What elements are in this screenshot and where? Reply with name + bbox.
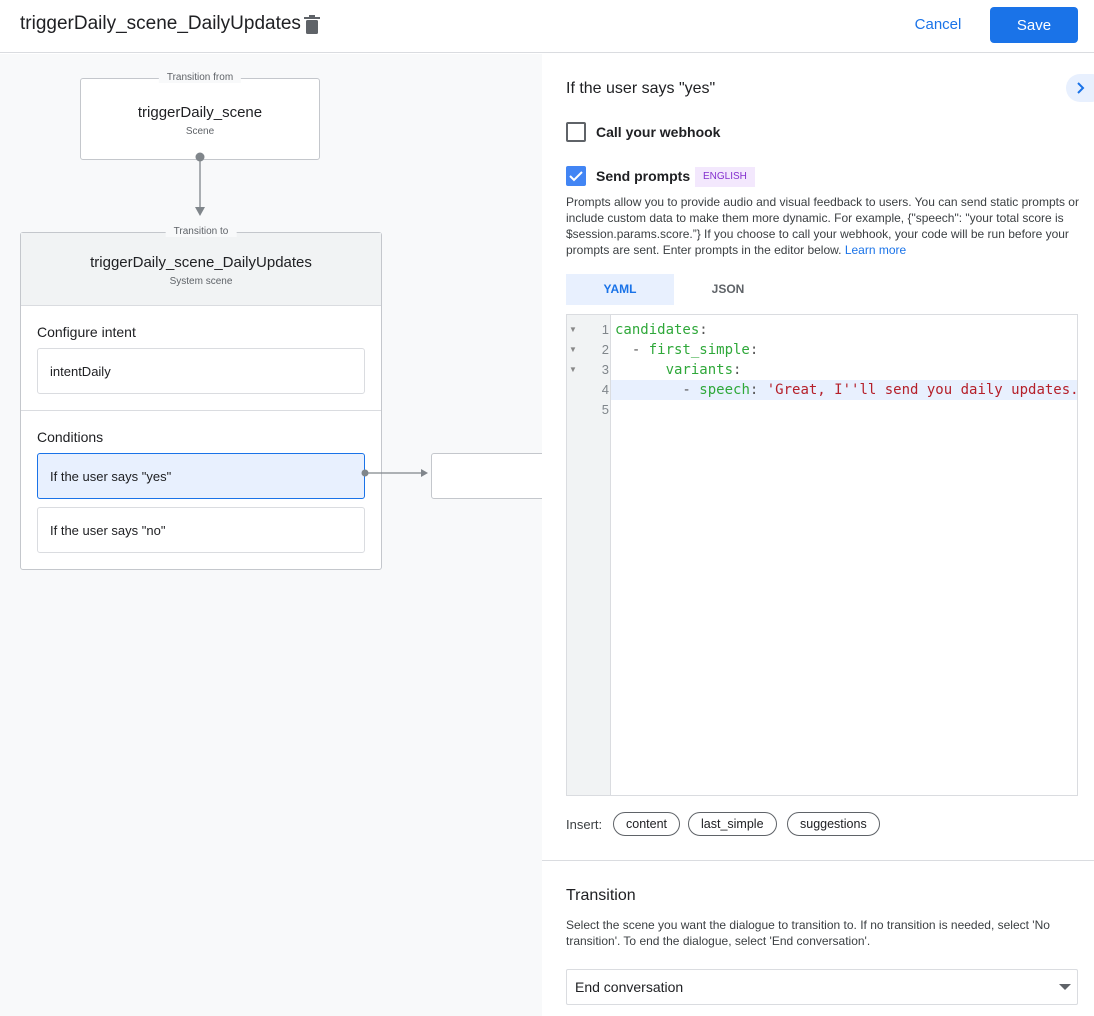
check-icon [569, 171, 583, 182]
fold-icon[interactable]: ▼ [569, 325, 577, 334]
prompts-description: Prompts allow you to provide audio and v… [566, 194, 1081, 258]
transition-from-label: Transition from [158, 72, 242, 83]
description-text: Prompts allow you to provide audio and v… [566, 195, 1079, 257]
insert-chip-suggestions[interactable]: suggestions [787, 812, 880, 836]
transition-heading: Transition [566, 887, 636, 904]
language-badge: ENGLISH [695, 167, 755, 187]
to-scene-type: System scene [169, 276, 233, 287]
insert-label: Insert: [566, 817, 603, 832]
line-number: 5 [601, 402, 609, 417]
code-line: - speech: 'Great, I''ll send you daily u… [615, 382, 1077, 398]
tab-json[interactable]: JSON [711, 282, 745, 296]
condition-panel: If the user says "yes" Call your webhook… [542, 54, 1094, 1016]
learn-more-link[interactable]: Learn more [844, 243, 907, 257]
webhook-label: Call your webhook [596, 124, 721, 140]
code-line: - first_simple: [615, 342, 759, 358]
condition-arrow [361, 469, 428, 477]
scene-header[interactable]: triggerDaily_scene_DailyUpdates System s… [21, 233, 381, 306]
send-prompts-checkbox[interactable] [566, 166, 586, 186]
header-bar: triggerDaily_scene_DailyUpdates Cancel S… [0, 0, 1094, 53]
trash-icon[interactable] [304, 15, 320, 35]
save-button[interactable]: Save [990, 7, 1078, 43]
to-scene-name: triggerDaily_scene_DailyUpdates [90, 254, 312, 271]
transition-arrow [195, 152, 205, 216]
tab-yaml[interactable]: YAML [566, 274, 674, 305]
transition-select-value: End conversation [575, 979, 684, 995]
transition-to-label: Transition to [165, 226, 237, 237]
transition-select[interactable]: End conversation [566, 969, 1078, 1005]
condition-no[interactable]: If the user says "no" [37, 507, 365, 553]
page-title: triggerDaily_scene_DailyUpdates [20, 13, 301, 34]
panel-heading: If the user says "yes" [566, 80, 716, 97]
active-line-highlight [611, 380, 1077, 400]
line-number: 3 [601, 362, 609, 377]
from-scene-name: triggerDaily_scene [137, 104, 263, 121]
cancel-button[interactable]: Cancel [906, 8, 970, 42]
divider [542, 860, 1094, 861]
flow-canvas: triggerDaily_scene Scene Transition from… [0, 54, 542, 1016]
fold-icon[interactable]: ▼ [569, 345, 577, 354]
divider [21, 410, 381, 411]
code-editor[interactable]: 1 2 3 4 5 ▼ ▼ ▼ candidates: - first_simple… [566, 314, 1078, 796]
transition-description: Select the scene you want the dialogue t… [566, 918, 1050, 948]
code-line: candidates: [615, 322, 708, 338]
intent-item[interactable]: intentDaily [37, 348, 365, 394]
line-number: 1 [601, 322, 609, 337]
line-number: 4 [601, 382, 609, 397]
condition-yes[interactable]: If the user says "yes" [37, 453, 365, 499]
editor-gutter: 1 2 3 4 5 ▼ ▼ ▼ [567, 315, 611, 795]
send-prompts-label: Send prompts [596, 168, 691, 184]
line-number: 2 [601, 342, 609, 357]
dropdown-arrow-icon [1059, 984, 1071, 990]
code-line: variants: [665, 362, 742, 378]
fold-icon[interactable]: ▼ [569, 365, 577, 374]
transition-from-card[interactable]: triggerDaily_scene Scene [80, 78, 320, 160]
configure-intent-heading: Configure intent [37, 324, 136, 340]
insert-chip-last-simple[interactable]: last_simple [688, 812, 777, 836]
transition-to-card: triggerDaily_scene_DailyUpdates System s… [20, 232, 382, 570]
webhook-checkbox[interactable] [566, 122, 586, 142]
collapse-panel-button[interactable] [1066, 74, 1094, 102]
chevron-right-icon [1077, 82, 1085, 94]
conditions-heading: Conditions [37, 429, 104, 445]
insert-chip-content[interactable]: content [613, 812, 681, 836]
target-scene-placeholder[interactable] [431, 453, 542, 499]
from-scene-type: Scene [185, 126, 215, 137]
